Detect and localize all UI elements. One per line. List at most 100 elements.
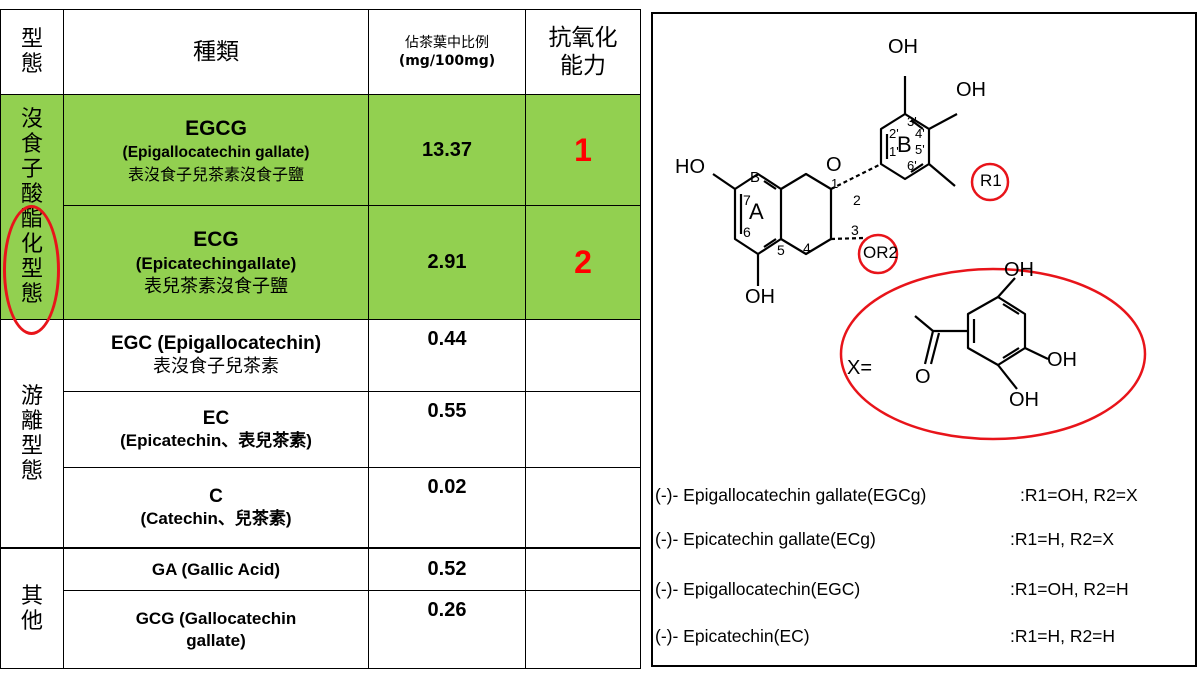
r1-label: R1 <box>980 171 1002 190</box>
header-ratio: 佔茶葉中比例 (mg/100mg) <box>368 9 525 94</box>
row-ecg-rank: 2 <box>525 205 641 319</box>
legend-ec-name: (-)- Epicatechin(EC) <box>655 626 810 646</box>
or2-circle <box>857 233 899 275</box>
header-form-label: 型態 <box>20 27 43 77</box>
ecg-abbr: ECG <box>193 228 239 251</box>
row-c-rank <box>525 467 641 547</box>
egc-en: (Epigallocatechin) <box>157 333 322 354</box>
num-2p: 2' <box>889 126 899 141</box>
ga-name: GA (Gallic Acid) <box>151 559 281 579</box>
or2-label: OR2 <box>863 243 898 262</box>
x-equals-label: X= <box>847 357 873 379</box>
num-4: 4 <box>803 240 811 256</box>
ecg-zh: 表兒茶素沒食子鹽 <box>144 276 288 297</box>
group-other-label: 其他 <box>20 583 43 634</box>
num-5: 5 <box>777 242 785 258</box>
num-2: 2 <box>853 192 861 208</box>
legend-egc-name: (-)- Epigallocatechin(EGC) <box>655 579 861 599</box>
header-type: 種類 <box>63 9 368 94</box>
ec-abbr: EC <box>202 407 230 429</box>
x-oh-mid-label: OH <box>1047 349 1077 371</box>
row-egcg-name: EGCG (Epigallocatechin gallate) 表沒食子兒茶素沒… <box>63 94 368 205</box>
ecg-rank: 2 <box>574 244 592 280</box>
legend-egcg-name: (-)- Epigallocatechin gallate(EGCg) <box>655 485 927 505</box>
legend-row-ec: (-)- Epicatechin(EC) :R1=H, R2=H <box>655 626 1115 647</box>
ec-value: 0.55 <box>427 400 467 422</box>
ring-b-label: B <box>897 132 912 157</box>
legend-row-egc: (-)- Epigallocatechin(EGC) :R1=OH, R2=H <box>655 579 1129 600</box>
row-egcg-value: 13.37 <box>368 94 525 205</box>
gcg-value: 0.26 <box>427 599 467 621</box>
ecg-en: (Epicatechingallate) <box>135 254 297 273</box>
num-3p: 3' <box>907 114 917 129</box>
num-7: 7 <box>743 192 751 208</box>
row-egc-name: EGC (Epigallocatechin) 表沒食子兒茶素 <box>63 319 368 391</box>
ga-value: 0.52 <box>427 558 467 580</box>
galloyl-circle <box>839 267 1147 441</box>
header-form: 型態 <box>0 9 63 94</box>
num-6: 6 <box>743 224 751 240</box>
header-ratio-line1: 佔茶葉中比例 <box>405 35 489 51</box>
egcg-zh: 表沒食子兒茶素沒食子鹽 <box>127 164 304 184</box>
row-gcg-name: GCG (Gallocatechin gallate) <box>63 590 368 669</box>
num-5p: 5' <box>915 142 925 157</box>
catechin-table: 型態 種類 佔茶葉中比例 (mg/100mg) 抗氧化 能力 沒食子酸酯化型態 … <box>0 9 641 669</box>
ec-en: (Epicatechin、表兒茶素) <box>120 430 312 450</box>
row-c-name: C (Catechin、兒茶素) <box>63 467 368 547</box>
row-egc-value: 0.44 <box>368 319 525 391</box>
egc-abbr: EGC <box>110 333 153 354</box>
legend-ecg-name: (-)- Epicatechin gallate(ECg) <box>655 529 876 549</box>
c-en: (Catechin、兒茶素) <box>140 508 292 528</box>
r1-circle <box>970 162 1010 202</box>
egcg-en: (Epigallocatechin gallate) <box>122 143 310 161</box>
row-ga-rank <box>525 547 641 590</box>
row-egc-rank <box>525 319 641 391</box>
legend-egcg-subst: :R1=OH, R2=X <box>1020 485 1138 505</box>
row-ga-value: 0.52 <box>368 547 525 590</box>
c-value: 0.02 <box>427 476 467 498</box>
row-ec-rank <box>525 391 641 467</box>
header-ratio-line2: (mg/100mg) <box>398 53 496 69</box>
row-ecg-value: 2.91 <box>368 205 525 319</box>
legend-row-egcg: (-)- Epigallocatechin gallate(EGCg) :R1=… <box>655 485 1138 506</box>
row-ec-name: EC (Epicatechin、表兒茶素) <box>63 391 368 467</box>
header-antiox-line2: 能力 <box>560 53 606 79</box>
structure-diagram <box>712 76 1147 441</box>
header-antiox: 抗氧化 能力 <box>525 9 641 94</box>
header-antiox-line1: 抗氧化 <box>548 25 618 51</box>
legend-row-ecg: (-)- Epicatechin gallate(ECg) :R1=H, R2=… <box>655 529 1114 550</box>
group-highlight-oval <box>3 205 60 335</box>
c-abbr: C <box>209 485 223 507</box>
row-c-value: 0.02 <box>368 467 525 547</box>
catechin-structure-panel: OH OH HO OH R1 OR2 A B B O 1 2 3 4 5 6 7… <box>651 12 1197 667</box>
egcg-rank: 1 <box>574 131 592 168</box>
row-ecg-name: ECG (Epicatechingallate) 表兒茶素沒食子鹽 <box>63 205 368 319</box>
num-3: 3 <box>851 222 859 238</box>
group-free-label: 游離型態 <box>20 383 43 484</box>
num-1: 1 <box>831 176 839 191</box>
ho-left-label: HO <box>675 156 705 178</box>
x-oh-bottom-label: OH <box>1009 389 1039 411</box>
num-6p: 6' <box>907 158 917 173</box>
legend-ecg-subst: :R1=H, R2=X <box>1010 529 1115 549</box>
oh-bottom-label: OH <box>745 286 775 308</box>
gcg-name-line1: GCG (Gallocatechin <box>135 608 297 628</box>
oh-top-label: OH <box>888 36 918 58</box>
ecg-value: 2.91 <box>427 251 467 273</box>
row-ga-name: GA (Gallic Acid) <box>63 547 368 590</box>
x-oh-top-label: OH <box>1004 259 1034 281</box>
ring-b-small-label: B <box>750 169 761 186</box>
row-gcg-rank <box>525 590 641 669</box>
egc-zh: 表沒食子兒茶素 <box>153 356 279 377</box>
ring-o-label: O <box>826 154 842 176</box>
row-gcg-value: 0.26 <box>368 590 525 669</box>
row-ec-value: 0.55 <box>368 391 525 467</box>
legend-egc-subst: :R1=OH, R2=H <box>1010 579 1129 599</box>
x-o-label: O <box>915 366 931 388</box>
egcg-abbr: EGCG <box>185 116 247 140</box>
row-egcg-rank: 1 <box>525 94 641 205</box>
ring-a-label: A <box>749 199 764 224</box>
legend-ec-subst: :R1=H, R2=H <box>1010 626 1116 646</box>
oh-right-label: OH <box>956 79 986 101</box>
header-type-label: 種類 <box>193 39 239 65</box>
